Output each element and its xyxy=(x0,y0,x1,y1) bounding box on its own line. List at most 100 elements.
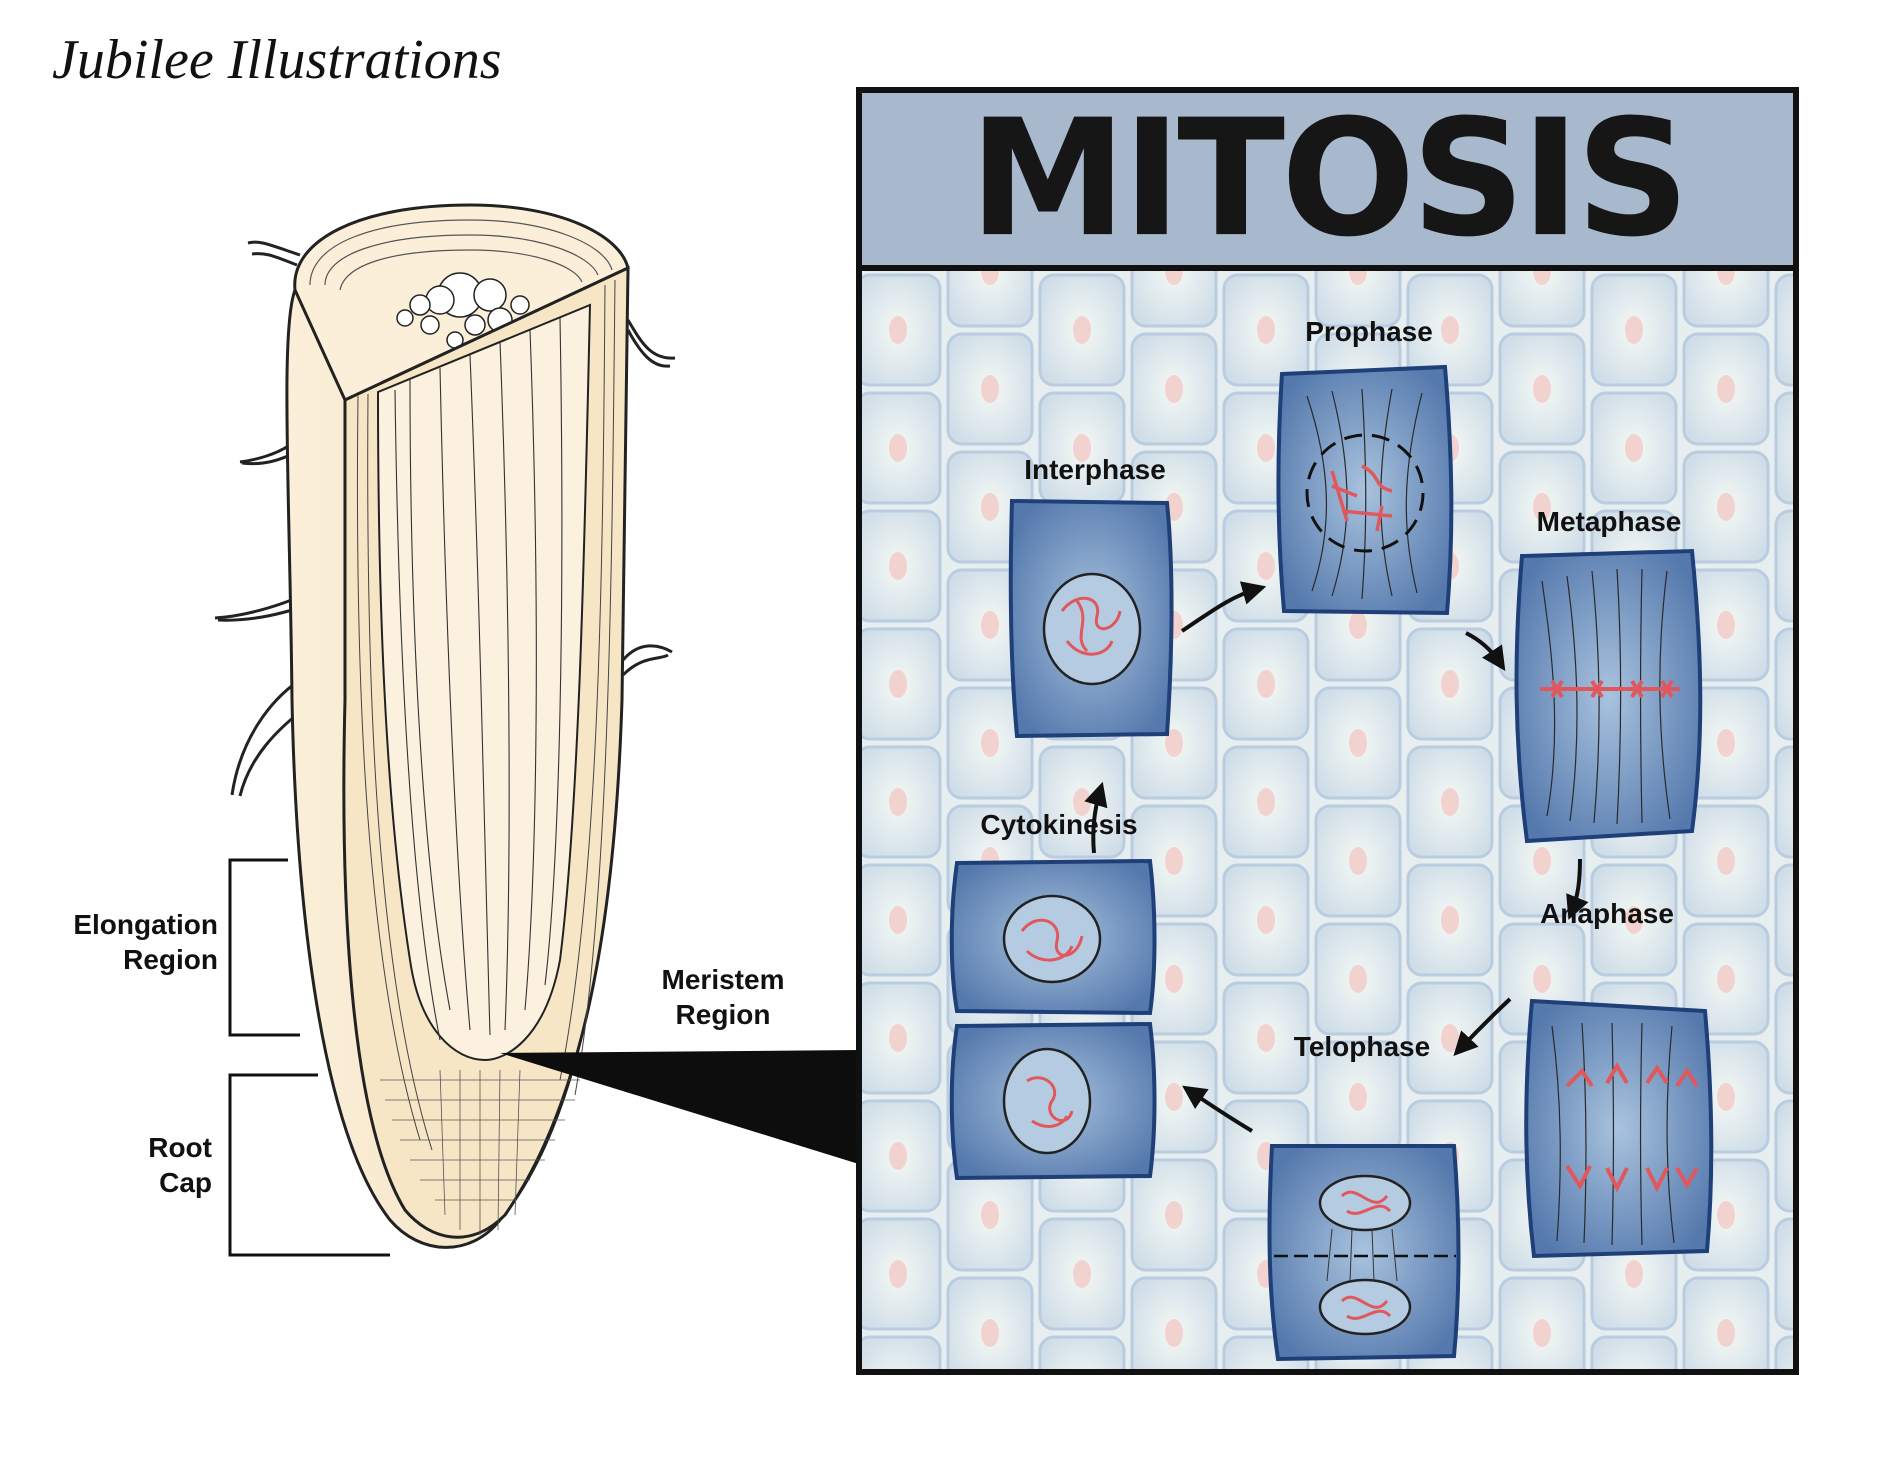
background-nucleus xyxy=(889,1142,907,1170)
background-nucleus xyxy=(889,316,907,344)
background-cell xyxy=(1774,1099,1793,1213)
background-nucleus xyxy=(981,729,999,757)
root-cap-label: Root Cap xyxy=(148,1132,212,1198)
background-nucleus xyxy=(1165,1201,1183,1229)
background-nucleus xyxy=(1349,1083,1367,1111)
background-nucleus xyxy=(1533,375,1551,403)
background-nucleus xyxy=(1257,434,1275,462)
background-nucleus xyxy=(981,493,999,521)
mitosis-title: MITOSIS xyxy=(969,87,1689,273)
background-nucleus xyxy=(889,434,907,462)
anaphase-cell xyxy=(1524,998,1714,1259)
label-metaphase: Metaphase xyxy=(1536,506,1682,537)
background-nucleus xyxy=(1441,670,1459,698)
zoom-wedge xyxy=(500,1050,860,1165)
background-nucleus xyxy=(1533,493,1551,521)
background-nucleus xyxy=(1717,729,1735,757)
background-nucleus xyxy=(1257,670,1275,698)
root-cap-bracket xyxy=(228,1073,390,1257)
background-nucleus xyxy=(1441,316,1459,344)
background-nucleus xyxy=(981,1319,999,1347)
cycle-arrows xyxy=(1084,581,1589,1133)
vascular-cluster xyxy=(396,272,530,349)
title-banner: MITOSIS xyxy=(862,93,1793,271)
label-prophase: Prophase xyxy=(1305,316,1433,347)
background-nucleus xyxy=(1717,375,1735,403)
background-nucleus xyxy=(1349,965,1367,993)
background-nucleus xyxy=(1349,611,1367,639)
background-nucleus xyxy=(889,906,907,934)
elongation-bracket xyxy=(228,858,300,1037)
background-nucleus xyxy=(1349,847,1367,875)
background-nucleus xyxy=(1717,965,1735,993)
background-cell xyxy=(1590,1335,1678,1369)
metaphase-cell xyxy=(1514,548,1703,844)
background-nucleus xyxy=(1165,965,1183,993)
background-nucleus xyxy=(1165,1083,1183,1111)
background-nucleus xyxy=(889,1260,907,1288)
background-cell xyxy=(1774,273,1793,387)
telophase-cell xyxy=(1267,1144,1461,1362)
meristem-region-label: Meristem Region xyxy=(661,964,785,1030)
credit-title: Jubilee Illustrations xyxy=(52,29,502,91)
background-nucleus xyxy=(1625,906,1643,934)
background-cell xyxy=(1774,863,1793,977)
tissue-background xyxy=(862,155,1793,1369)
background-nucleus xyxy=(889,788,907,816)
background-nucleus xyxy=(981,611,999,639)
background-nucleus xyxy=(1533,1319,1551,1347)
cytokinesis-cells xyxy=(949,858,1157,1181)
background-nucleus xyxy=(1073,434,1091,462)
background-nucleus xyxy=(1257,316,1275,344)
background-nucleus xyxy=(981,375,999,403)
background-nucleus xyxy=(1165,847,1183,875)
background-cell xyxy=(1774,1335,1793,1369)
background-nucleus xyxy=(1717,1319,1735,1347)
background-nucleus xyxy=(1441,788,1459,816)
label-anaphase: Anaphase xyxy=(1540,898,1674,929)
label-telophase: Telophase xyxy=(1293,1031,1431,1062)
interphase-cell xyxy=(1008,498,1174,739)
background-nucleus xyxy=(1349,729,1367,757)
background-nucleus xyxy=(1257,1024,1275,1052)
background-cell xyxy=(1774,981,1793,1095)
background-nucleus xyxy=(1165,1319,1183,1347)
background-nucleus xyxy=(1533,965,1551,993)
background-nucleus xyxy=(1441,906,1459,934)
label-cytokinesis: Cytokinesis xyxy=(980,809,1138,840)
background-nucleus xyxy=(1717,1201,1735,1229)
label-interphase: Interphase xyxy=(1024,454,1166,485)
background-nucleus xyxy=(981,1201,999,1229)
background-nucleus xyxy=(1625,434,1643,462)
cell-tissue-area: Prophase Interphase Metaphase Cytokinesi… xyxy=(862,155,1793,1369)
prophase-cell xyxy=(1276,364,1454,616)
background-cell xyxy=(1774,509,1793,623)
background-cell xyxy=(1774,391,1793,505)
background-nucleus xyxy=(1625,1260,1643,1288)
background-nucleus xyxy=(1257,552,1275,580)
background-nucleus xyxy=(1165,375,1183,403)
root-illustration xyxy=(214,203,860,1257)
background-cell xyxy=(862,1335,942,1369)
background-nucleus xyxy=(1717,493,1735,521)
background-nucleus xyxy=(889,1024,907,1052)
background-nucleus xyxy=(1257,788,1275,816)
background-nucleus xyxy=(1533,847,1551,875)
background-cell xyxy=(1774,745,1793,859)
background-nucleus xyxy=(1717,1083,1735,1111)
background-cell xyxy=(1774,1217,1793,1331)
background-nucleus xyxy=(1165,729,1183,757)
background-nucleus xyxy=(1717,847,1735,875)
background-nucleus xyxy=(1441,1024,1459,1052)
background-nucleus xyxy=(1625,316,1643,344)
background-nucleus xyxy=(1073,1260,1091,1288)
background-nucleus xyxy=(889,552,907,580)
background-nucleus xyxy=(1257,906,1275,934)
background-nucleus xyxy=(1073,316,1091,344)
background-nucleus xyxy=(1717,611,1735,639)
background-nucleus xyxy=(889,670,907,698)
mitosis-panel: MITOSIS xyxy=(856,87,1799,1375)
background-cell xyxy=(1038,1335,1126,1369)
background-cell xyxy=(1774,627,1793,741)
elongation-region-label: Elongation Region xyxy=(73,909,218,975)
